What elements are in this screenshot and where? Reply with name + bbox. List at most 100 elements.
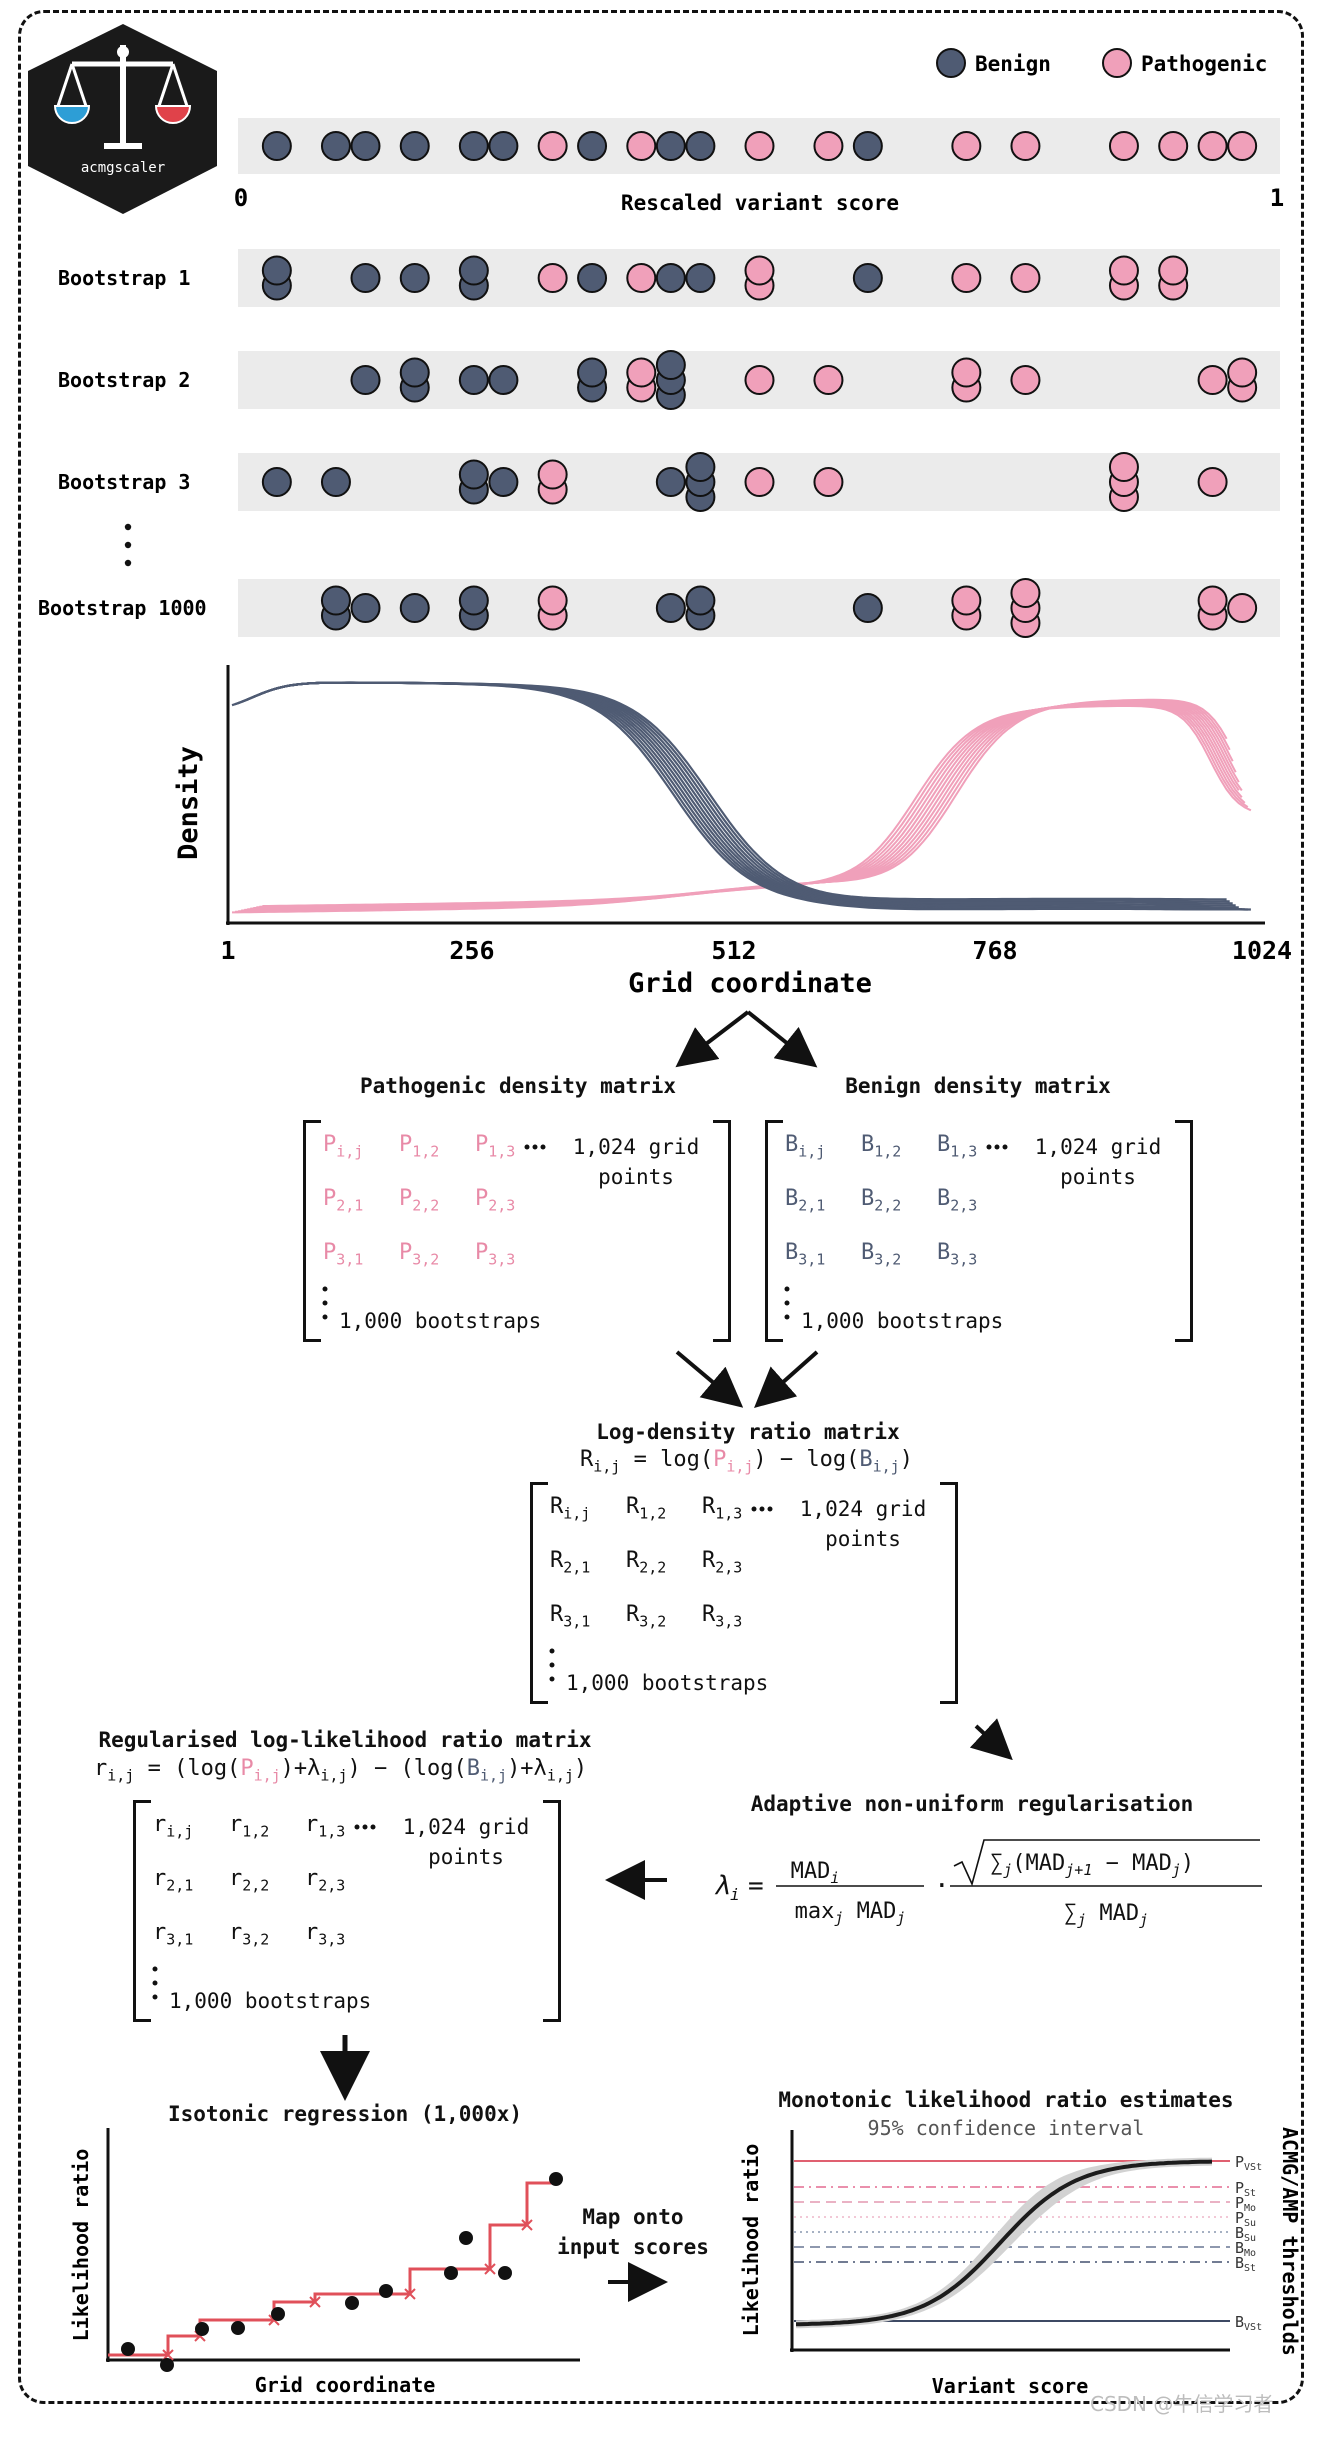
data-point [459,2231,473,2245]
monotonic-plot: Likelihood ratio Variant score ACMG/AMP … [739,2127,1302,2398]
pathogenic-dot [1010,131,1041,161]
data-point [345,2296,359,2310]
benign-matrix-title: Benign density matrix [845,1074,1111,1098]
benign-dot [458,459,489,490]
density-tick: 256 [449,936,494,965]
data-point [549,2172,563,2186]
matrix-cell: B1,2 [861,1132,902,1161]
pathogenic-dot [1197,365,1228,395]
benign-dot [852,131,883,161]
benign-dot [655,131,686,161]
isotonic-xlabel: Grid coordinate [255,2373,436,2397]
step-line [108,2181,557,2357]
grid-points-note: 1,024 grid points [402,1815,530,1869]
likelihood-ratio-curve [796,2159,1213,2327]
matrix-cell: P1,2 [399,1132,440,1161]
equals-sign: = [748,1871,764,1901]
pathogenic-curve [241,703,1243,912]
pathogenic-dot [626,263,657,293]
bootstrap-label: Bootstrap 2 [58,368,190,392]
bootstraps-note: 1,000 bootstraps [801,1309,1004,1333]
matrix-ellipsis [751,1506,773,1512]
pathogenic-dot [1197,467,1228,497]
legend: Benign Pathogenic [936,48,1267,78]
pathogenic-dot [1227,593,1258,623]
density-x-ticks: 1 256 512 768 1024 [220,936,1292,965]
thresholds-side-title: ACMG/AMP thresholds [1278,2127,1302,2356]
pathogenic-dot [744,255,775,286]
log-density-ratio-matrix: Ri,j R1,2 R1,3 R2,1 R2,2 R2,3 R3,1 R3,2 … [530,1482,958,1704]
density-plot: Density 1 256 512 768 1024 Grid coordina… [173,665,1292,999]
matrix-cell: r3,1 [153,1920,194,1949]
threshold-label: PMo [1235,2194,1256,2214]
matrix-cell: R2,3 [702,1548,743,1577]
matrix-cell: r2,1 [153,1866,194,1895]
confidence-band [796,2157,1212,2329]
pathogenic-dot [813,131,844,161]
matrix-cell: R2,2 [626,1548,667,1577]
ratio-matrix-title: Log-density ratio matrix [596,1420,900,1444]
balance-scale-icon [53,45,192,149]
threshold-label: PSt [1235,2179,1256,2199]
data-point [379,2284,393,2298]
dot-operator: · [934,1871,950,1901]
bootstrap-dots [261,255,1258,638]
score-axis-title: Rescaled variant score [621,191,899,215]
pathogenic-dot [1108,255,1139,286]
isotonic-step-line [108,2181,557,2361]
data-point [160,2358,174,2372]
pathogenic-dot [813,365,844,395]
lambda-symbol: λ [714,1871,730,1901]
benign-dot [399,357,430,388]
matrix-cell: P1,3 [475,1132,516,1161]
data-point [231,2321,245,2335]
matrix-cell: P2,2 [399,1186,440,1215]
threshold-label: BSu [1235,2224,1256,2244]
monotonic-subtitle: 95% confidence interval [867,2116,1145,2140]
bootstraps-note: 1,000 bootstraps [339,1309,542,1333]
matrix-ellipsis [986,1144,1008,1150]
pathogenic-dot [951,585,982,616]
matrix-cell: R3,3 [702,1602,743,1631]
benign-density-curves [231,681,1251,911]
bootstraps-note: 1,000 bootstraps [566,1671,769,1695]
pathogenic-matrix-title: Pathogenic density matrix [359,1074,677,1098]
pathogenic-dot [537,459,568,490]
pathogenic-curve [247,701,1243,911]
matrix-cell: P3,3 [475,1240,516,1269]
pathogenic-dot [1197,131,1228,161]
threshold-label: BMo [1235,2239,1256,2259]
monotonic-ylabel: Likelihood ratio [739,2144,763,2337]
bootstraps-note: 1,000 bootstraps [169,1989,372,2013]
matrix-cell: B3,1 [785,1240,826,1269]
data-point [121,2342,135,2356]
watermark: CSDN @牛信学习者 [1090,2392,1274,2416]
benign-curve [240,681,1242,911]
pathogenic-dot [537,263,568,293]
matrix-cell: B2,2 [861,1186,902,1215]
pathogenic-dot [626,131,657,161]
benign-dot [685,585,716,616]
isotonic-points [121,2172,563,2372]
matrix-cell: r1,2 [229,1812,270,1841]
matrix-cell: R3,2 [626,1602,667,1631]
variant-dots [261,131,1258,161]
pathogenic-curve [250,701,1240,910]
matrix-cell: B3,2 [861,1240,902,1269]
matrix-cell: R1,2 [626,1494,667,1523]
pathogenic-dot [1010,365,1041,395]
threshold-label: PSu [1235,2209,1256,2229]
benign-curve [234,681,1248,911]
pathogenic-dot [1227,131,1258,161]
matrix-cell: r2,2 [229,1866,270,1895]
benign-dot [458,255,489,286]
bootstrap-label: Bootstrap 3 [58,470,190,494]
benign-dot [350,593,381,623]
density-tick: 1024 [1232,936,1292,965]
matrix-cell: Ri,j [550,1494,591,1523]
grid-points-note: 1,024 grid points [799,1497,927,1551]
density-tick: 768 [972,936,1017,965]
matrix-cell: B2,1 [785,1186,826,1215]
matrix-cell: P2,3 [475,1186,516,1215]
